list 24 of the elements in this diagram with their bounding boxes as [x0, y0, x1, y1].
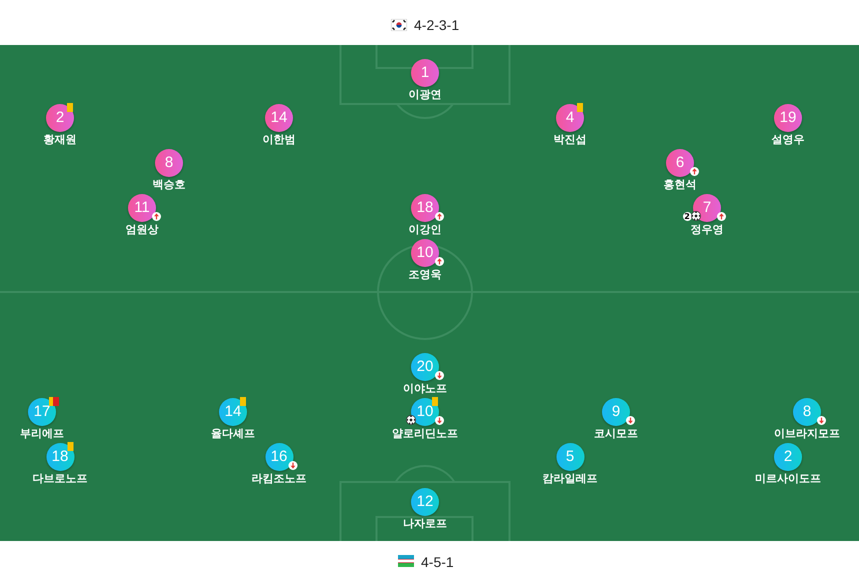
player-name: 황재원: [44, 133, 76, 146]
formation-label: 4-2-3-1: [414, 17, 460, 33]
player-name: 율다셰프: [211, 427, 255, 440]
player-name: 이광연: [408, 88, 442, 101]
player-name: 라킴조노프: [252, 472, 306, 485]
player-name: 나자로프: [403, 517, 447, 530]
player-name: 이브라지모프: [774, 427, 840, 440]
player-name: 홍현석: [664, 178, 696, 191]
player-name: 이야노프: [403, 382, 447, 395]
player-name: 정우영: [690, 223, 724, 236]
player-name: 이한범: [262, 133, 296, 146]
player-name: 미르사이도프: [755, 472, 821, 485]
player-name: 다브로노프: [32, 472, 88, 485]
player-name: 설영우: [772, 133, 804, 146]
player-name: 얄로리딘노프: [392, 427, 458, 440]
player-name: 박진섭: [554, 133, 586, 146]
player-name: 조영욱: [408, 268, 442, 281]
formation-label: 4-5-1: [421, 554, 454, 570]
player-name: 부리에프: [20, 427, 64, 440]
player-name: 이강인: [408, 223, 442, 236]
player-name: 캄라일레프: [542, 472, 598, 485]
player-name: 백승호: [152, 178, 186, 191]
player-name: 엄원상: [126, 223, 158, 236]
player-name: 코시모프: [594, 427, 638, 440]
